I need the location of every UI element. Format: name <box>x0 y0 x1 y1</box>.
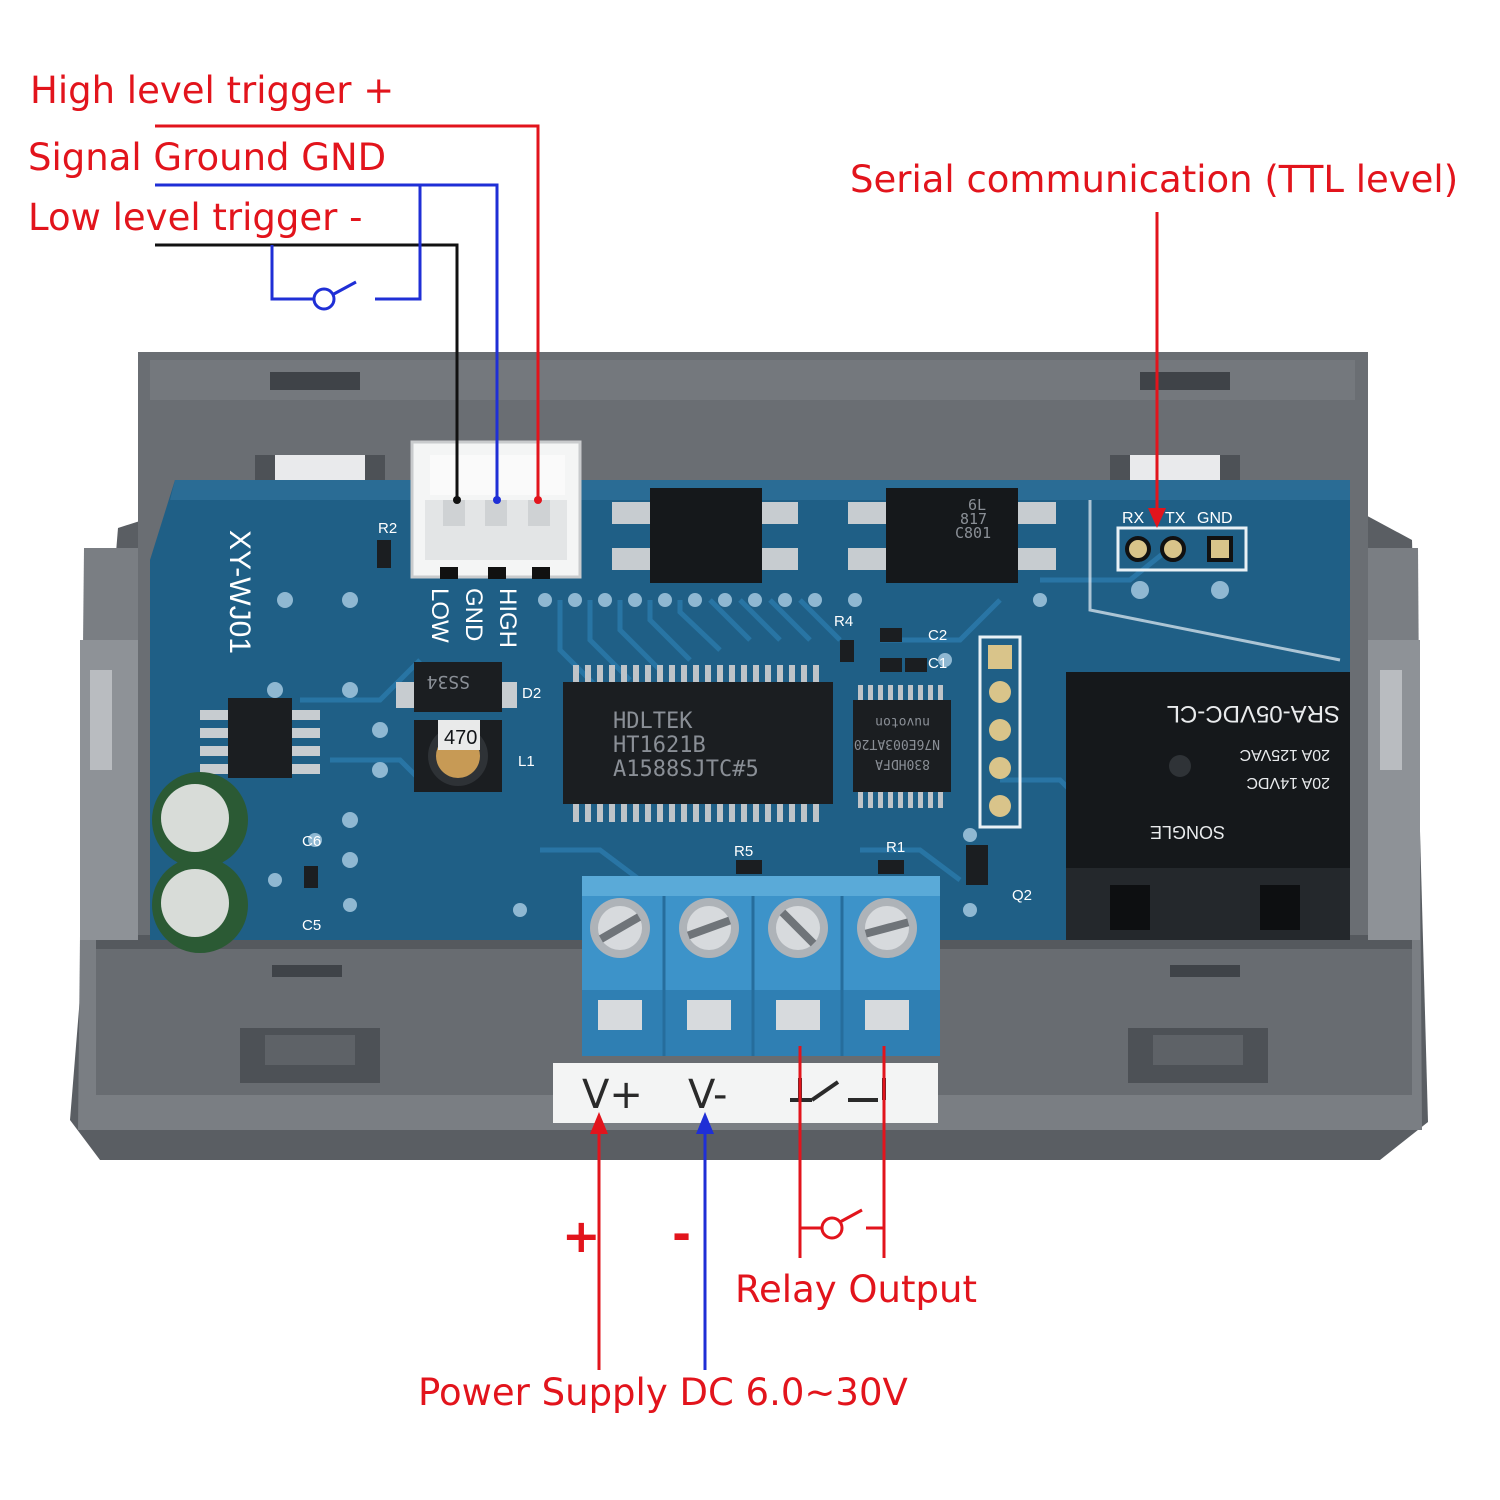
ref-d2: D2 <box>522 685 541 702</box>
relay-output-wires <box>798 1046 886 1258</box>
relay-rating-1: 20A 125VAC <box>1240 746 1330 763</box>
optocoupler-right: 6L 817 C801 <box>848 488 1056 583</box>
label-relay-output: Relay Output <box>735 1268 977 1311</box>
serial-pin-rx: RX <box>1122 510 1145 527</box>
label-low-trigger: Low level trigger - <box>28 196 362 239</box>
lcd-chip-line3: A1588SJTC#5 <box>613 757 759 782</box>
pin-label-high: HIGH <box>494 588 521 648</box>
label-high-trigger: High level trigger + <box>30 69 394 112</box>
programming-header <box>978 635 1022 829</box>
ref-r2: R2 <box>378 520 397 537</box>
lcd-chip-line1: HDLTEK <box>613 709 693 734</box>
pin-label-low: LOW <box>426 588 453 643</box>
trigger-wires <box>155 124 542 504</box>
soic-chip <box>200 698 320 778</box>
pcb-reference-labels: R2 D2 L1 C6 C5 R4 C2 C1 R5 R1 Q2 <box>302 520 1032 934</box>
terminal-block <box>582 876 940 1056</box>
electrolytic-capacitors <box>152 772 248 953</box>
inductor-470: 470 <box>414 720 502 792</box>
relay-rating-2: 20A 14VDC <box>1246 774 1330 791</box>
mcu-line3: 830HDFA <box>875 756 930 771</box>
opto-mark-1: 6L <box>968 496 986 514</box>
terminal-screw-4 <box>857 898 917 1030</box>
terminal-screw-3 <box>768 898 828 1030</box>
lcd-chip-line2: HT1621B <box>613 733 706 758</box>
ref-q2: Q2 <box>1012 887 1032 904</box>
diode-ss34: SS34 <box>396 662 517 712</box>
ref-r4: R4 <box>834 613 853 630</box>
terminal-screw-1 <box>590 898 650 1030</box>
ref-c1: C1 <box>928 655 947 672</box>
power-wires <box>590 1112 714 1370</box>
diode-label: SS34 <box>427 671 470 692</box>
label-plus-sign: + <box>562 1209 601 1263</box>
ref-r5: R5 <box>734 843 753 860</box>
smd-components <box>304 540 988 888</box>
terminal-sticker: V+ V- <box>553 1063 938 1123</box>
connector-pin-labels: HIGH GND LOW <box>426 588 521 648</box>
relay-model: SRA-05VDC-CL <box>1167 700 1340 727</box>
mcu-line1: nuvoton <box>875 714 930 729</box>
serial-header: RX TX GND <box>1116 510 1248 572</box>
serial-pin-gnd: GND <box>1197 510 1233 527</box>
pin-label-gnd: GND <box>460 588 487 641</box>
sticker-vplus: V+ <box>582 1072 643 1118</box>
lcd-driver-chip: HDLTEK HT1621B A1588SJTC#5 <box>563 665 833 822</box>
mcu-chip: nuvoton N76E003AT20 830HDFA <box>853 685 951 808</box>
inductor-label: 470 <box>444 727 477 749</box>
ref-c2: C2 <box>928 627 947 644</box>
serial-arrow <box>1148 212 1166 528</box>
label-power-supply: Power Supply DC 6.0~30V <box>418 1371 908 1414</box>
mcu-line2: N76E003AT20 <box>854 736 940 751</box>
pcb-model-label: XY-WJ01 <box>223 530 256 654</box>
terminal-screw-2 <box>679 898 739 1030</box>
label-minus-sign: - <box>672 1207 691 1261</box>
ref-c6: C6 <box>302 833 321 850</box>
relay: SRA-05VDC-CL 20A 125VAC 20A 14VDC SONGLE <box>1066 672 1350 940</box>
sticker-vminus: V- <box>688 1072 727 1118</box>
opto-mark-2: 817 <box>960 510 987 528</box>
opto-mark-3: C801 <box>955 524 991 542</box>
optocoupler-left <box>612 488 798 583</box>
ref-c5: C5 <box>302 917 321 934</box>
ref-r1: R1 <box>886 839 905 856</box>
label-signal-gnd: Signal Ground GND <box>28 136 386 179</box>
ref-l1: L1 <box>518 753 535 770</box>
relay-brand: SONGLE <box>1150 822 1225 842</box>
label-serial: Serial communication (TTL level) <box>850 158 1458 201</box>
serial-pin-tx: TX <box>1165 510 1186 527</box>
